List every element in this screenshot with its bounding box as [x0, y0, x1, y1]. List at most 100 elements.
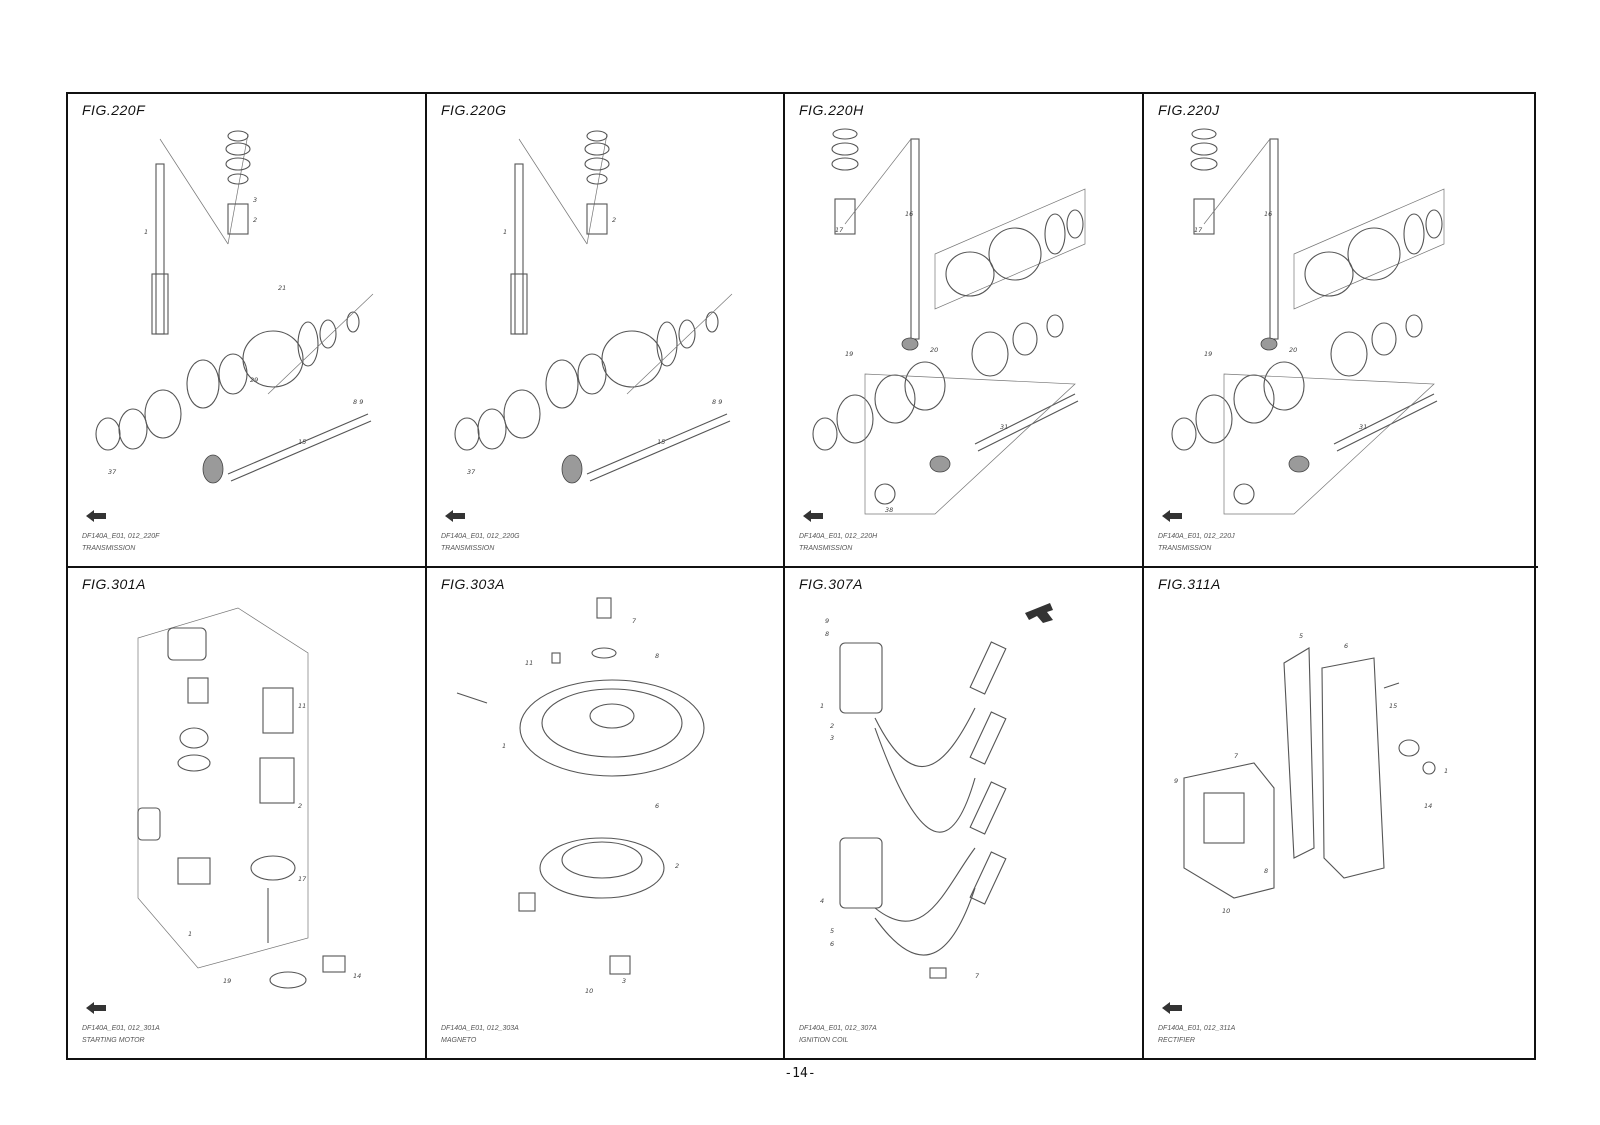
figure-title: FIG.220H [799, 102, 864, 118]
svg-text:4: 4 [820, 897, 824, 905]
svg-text:6: 6 [1344, 642, 1348, 650]
svg-text:7: 7 [975, 972, 980, 980]
figure-panel-220j: FIG.220J 16 31 [1144, 94, 1538, 568]
transmission-illustration: 1 2 3 15 29 21 37 8 9 [95, 130, 374, 484]
front-direction-arrow-icon [86, 1002, 106, 1014]
svg-text:2: 2 [830, 722, 834, 730]
svg-text:17: 17 [298, 875, 307, 883]
figure-title: FIG.301A [82, 576, 146, 592]
figure-name: TRANSMISSION [1158, 545, 1212, 552]
figure-code: DF140A_E01, 012_311A [1158, 1025, 1236, 1032]
rectifier-illustration: 5 6 7 8 9 10 15 1 14 [1174, 632, 1448, 915]
svg-text:37: 37 [108, 468, 117, 476]
front-direction-arrow-icon [1162, 1002, 1182, 1014]
svg-text:9: 9 [1174, 777, 1178, 785]
svg-text:11: 11 [525, 659, 533, 667]
svg-text:16: 16 [1264, 210, 1272, 218]
svg-text:11: 11 [298, 702, 306, 710]
magneto-illustration: 7 8 1 2 6 3 11 10 [456, 597, 705, 995]
figure-name: IGNITION COIL [799, 1037, 849, 1044]
svg-text:5: 5 [830, 927, 834, 935]
figure-panel-303a: FIG.303A 7 8 1 2 6 3 11 10 DF140A_E01, 0… [427, 568, 785, 1058]
figure-name: MAGNETO [441, 1037, 477, 1044]
svg-text:1: 1 [1444, 767, 1448, 775]
figure-panel-220h: FIG.220H 16 31 [785, 94, 1144, 568]
transmission-illustration: 1 2 15 37 8 9 [454, 130, 733, 484]
svg-text:2: 2 [298, 802, 302, 810]
svg-text:3: 3 [830, 734, 834, 742]
svg-text:19: 19 [223, 977, 231, 985]
svg-text:31: 31 [1000, 423, 1008, 431]
svg-text:17: 17 [1194, 226, 1203, 234]
svg-text:7: 7 [1234, 752, 1239, 760]
svg-text:15: 15 [657, 438, 665, 446]
ignition-coil-illustration: 1 4 2 3 5 6 7 9 8 [820, 603, 1053, 980]
svg-text:8: 8 [655, 652, 659, 660]
figure-title: FIG.220F [82, 102, 146, 118]
figure-code: DF140A_E01, 012_307A [799, 1025, 877, 1032]
figure-name: RECTIFIER [1158, 1037, 1195, 1044]
figure-code: DF140A_E01, 012_220G [441, 533, 520, 540]
figure-title: FIG.220J [1158, 102, 1220, 118]
figure-panel-311a: FIG.311A 5 6 7 8 9 10 15 1 14 DF140A_E01… [1144, 568, 1538, 1058]
front-direction-arrow-icon [1162, 510, 1182, 522]
figure-title: FIG.220G [441, 102, 507, 118]
svg-text:2: 2 [612, 216, 616, 224]
figure-code: DF140A_E01, 012_301A [82, 1025, 160, 1032]
svg-text:3: 3 [253, 196, 257, 204]
svg-text:8: 8 [825, 630, 829, 638]
starting-motor-illustration: 1 2 19 11 14 17 [137, 607, 361, 989]
figure-name: TRANSMISSION [799, 545, 853, 552]
front-direction-arrow-icon [86, 510, 106, 522]
svg-text:1: 1 [820, 702, 824, 710]
figure-title: FIG.311A [1158, 576, 1221, 592]
figure-title: FIG.303A [441, 576, 505, 592]
figure-panel-220f: FIG.220F [68, 94, 427, 568]
svg-text:6: 6 [655, 802, 659, 810]
svg-text:9: 9 [825, 617, 829, 625]
svg-text:17: 17 [835, 226, 844, 234]
front-direction-arrow-icon [445, 510, 465, 522]
svg-text:15: 15 [1389, 702, 1397, 710]
svg-text:16: 16 [905, 210, 913, 218]
figure-panel-301a: FIG.301A 1 2 19 11 14 17 DF140A_E01, 012… [68, 568, 427, 1058]
svg-text:31: 31 [1359, 423, 1367, 431]
svg-text:7: 7 [632, 617, 637, 625]
svg-text:15: 15 [298, 438, 306, 446]
front-direction-arrow-icon [803, 510, 823, 522]
svg-text:14: 14 [1424, 802, 1432, 810]
svg-text:10: 10 [585, 987, 593, 995]
svg-text:19: 19 [845, 350, 853, 358]
figure-panel-220g: FIG.220G 1 2 15 3 [427, 94, 785, 568]
figure-code: DF140A_E01, 012_220F [82, 533, 160, 540]
page-number: -14- [784, 1066, 816, 1081]
svg-text:29: 29 [250, 376, 258, 384]
figure-title: FIG.307A [799, 576, 863, 592]
svg-text:8 9: 8 9 [712, 398, 722, 406]
svg-text:1: 1 [188, 930, 192, 938]
figure-name: TRANSMISSION [82, 545, 136, 552]
svg-text:10: 10 [1222, 907, 1230, 915]
svg-text:37: 37 [467, 468, 476, 476]
figure-name: STARTING MOTOR [82, 1037, 145, 1044]
svg-text:38: 38 [885, 506, 893, 514]
svg-text:5: 5 [1299, 632, 1303, 640]
svg-text:1: 1 [503, 228, 507, 236]
figure-code: DF140A_E01, 012_220J [1158, 533, 1235, 540]
transmission-illustration: 16 31 17 19 20 [1171, 128, 1445, 515]
svg-text:20: 20 [1289, 346, 1297, 354]
svg-text:1: 1 [502, 742, 506, 750]
svg-text:19: 19 [1204, 350, 1212, 358]
figure-code: DF140A_E01, 012_303A [441, 1025, 519, 1032]
svg-text:8 9: 8 9 [353, 398, 363, 406]
svg-text:8: 8 [1264, 867, 1268, 875]
figure-code: DF140A_E01, 012_220H [799, 533, 878, 540]
svg-text:21: 21 [278, 284, 286, 292]
svg-text:1: 1 [144, 228, 148, 236]
svg-text:14: 14 [353, 972, 361, 980]
svg-text:3: 3 [622, 977, 626, 985]
figure-name: TRANSMISSION [441, 545, 495, 552]
svg-text:2: 2 [253, 216, 257, 224]
parts-diagram-sheet: FIG.220F [66, 92, 1538, 1060]
svg-text:6: 6 [830, 940, 834, 948]
